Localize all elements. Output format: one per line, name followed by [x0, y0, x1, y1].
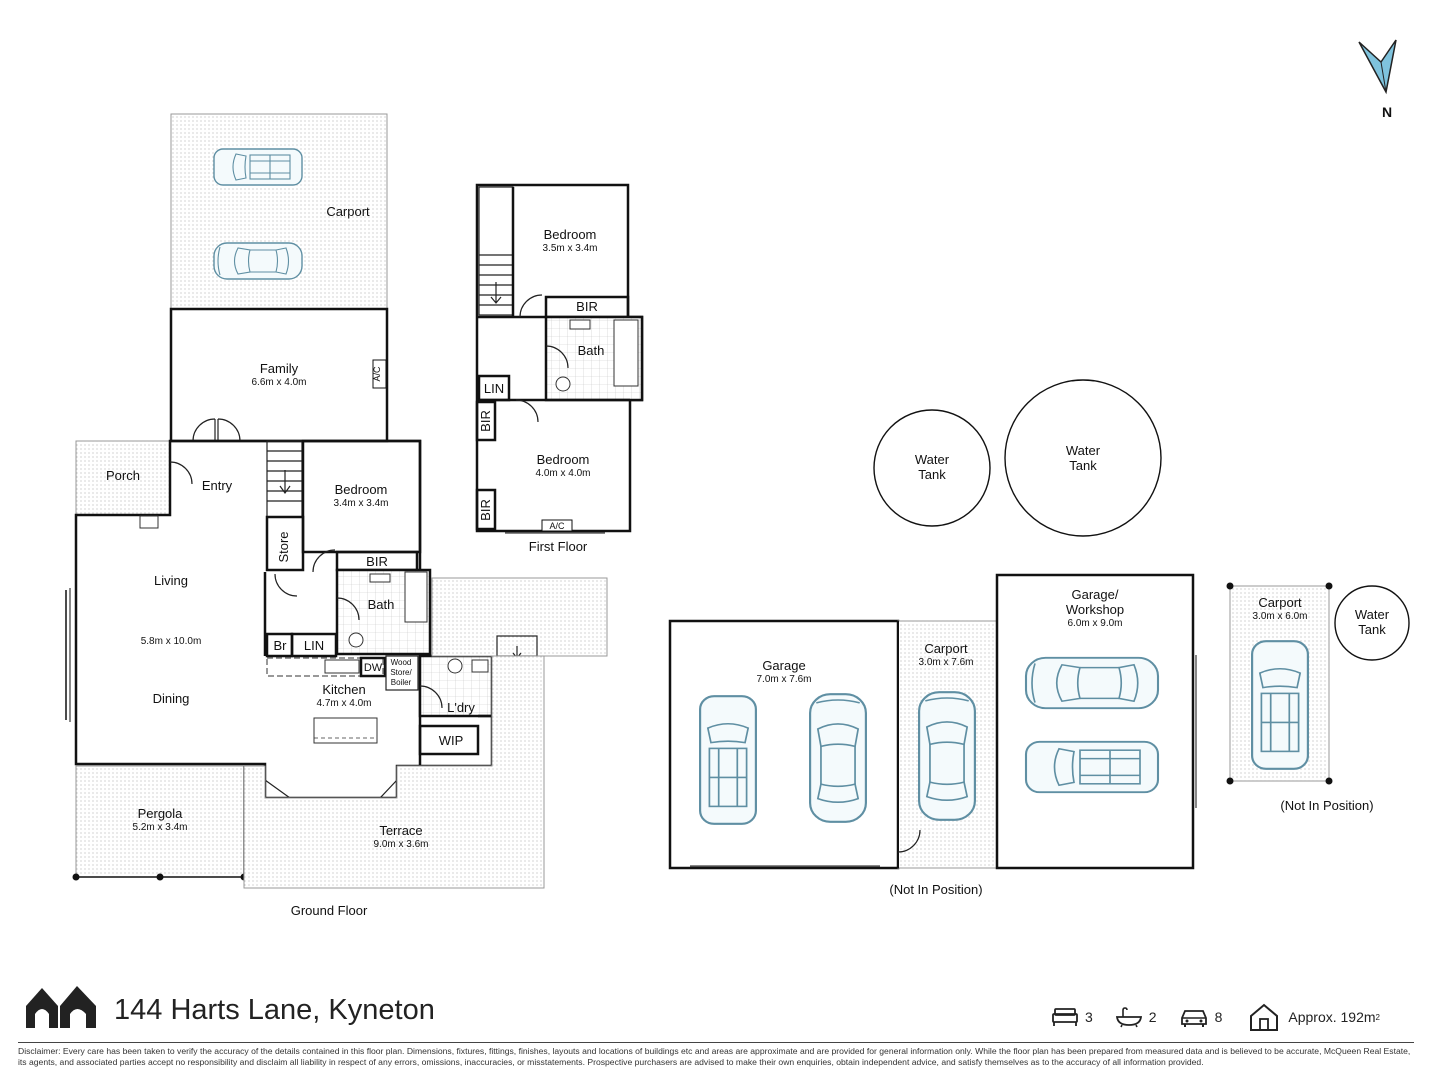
svg-text:DW: DW: [364, 662, 383, 674]
svg-text:(Not In Position): (Not In Position): [1280, 798, 1373, 813]
svg-text:Bedroom: Bedroom: [544, 227, 597, 242]
svg-text:Bedroom: Bedroom: [335, 482, 388, 497]
svg-text:3.0m x 6.0m: 3.0m x 6.0m: [1252, 611, 1307, 622]
svg-text:6.0m x 9.0m: 6.0m x 9.0m: [1067, 618, 1122, 629]
svg-text:LIN: LIN: [304, 638, 324, 653]
svg-text:Bath: Bath: [578, 343, 605, 358]
bath-icon: [1115, 1007, 1142, 1028]
svg-text:BIR: BIR: [478, 410, 493, 432]
svg-text:BIR: BIR: [576, 299, 598, 314]
svg-text:4.7m x 4.0m: 4.7m x 4.0m: [316, 698, 371, 709]
svg-text:Entry: Entry: [202, 478, 233, 493]
carport-label: Carport: [326, 204, 370, 219]
bathrooms-count: 2: [1148, 1009, 1157, 1025]
svg-text:Boiler: Boiler: [391, 678, 412, 687]
area-unit-sup: 2: [1375, 1012, 1380, 1022]
svg-text:A/C: A/C: [549, 521, 565, 531]
car-icon: [1180, 1010, 1207, 1027]
svg-text:3.5m x 3.4m: 3.5m x 3.4m: [542, 243, 597, 254]
svg-text:Carport: Carport: [924, 641, 968, 656]
svg-text:A/C: A/C: [372, 366, 382, 382]
area-value: Approx. 192m: [1288, 1009, 1376, 1025]
svg-text:Water: Water: [1066, 443, 1101, 458]
svg-text:Br: Br: [274, 638, 288, 653]
ground-floor-caption: Ground Floor: [291, 903, 368, 918]
footer-divider: [18, 1042, 1414, 1043]
svg-text:(Not In Position): (Not In Position): [889, 882, 982, 897]
svg-text:Family: Family: [260, 361, 299, 376]
svg-text:Water: Water: [1355, 607, 1390, 622]
svg-text:Terrace: Terrace: [379, 823, 422, 838]
svg-text:Pergola: Pergola: [138, 806, 184, 821]
svg-text:Kitchen: Kitchen: [322, 682, 365, 697]
garage-workshop: [995, 573, 1195, 870]
svg-text:Store: Store: [276, 531, 291, 562]
first-floor-caption: First Floor: [529, 539, 588, 554]
svg-text:3.4m x 3.4m: 3.4m x 3.4m: [333, 498, 388, 509]
compass-label: N: [1382, 104, 1392, 120]
svg-text:Store/: Store/: [390, 668, 412, 677]
svg-text:Garage/: Garage/: [1072, 587, 1119, 602]
bathrooms-stat: 2: [1115, 1006, 1157, 1028]
bed-icon: [1052, 1008, 1078, 1026]
svg-text:Tank: Tank: [1069, 458, 1097, 473]
property-address: 144 Harts Lane, Kyneton: [114, 994, 435, 1026]
svg-text:6.6m x 4.0m: 6.6m x 4.0m: [251, 377, 306, 388]
bedrooms-count: 3: [1084, 1009, 1093, 1025]
svg-text:Living: Living: [154, 573, 188, 588]
svg-text:Carport: Carport: [1258, 595, 1302, 610]
svg-text:3.0m x 7.6m: 3.0m x 7.6m: [918, 657, 973, 668]
svg-text:Tank: Tank: [1358, 622, 1386, 637]
terrace-area: [243, 655, 545, 889]
pergola-area: [75, 765, 245, 878]
car-icon: [213, 148, 303, 186]
water-tanks: Water Tank Water Tank Water Tank: [873, 379, 1410, 661]
svg-text:5.8m x 10.0m: 5.8m x 10.0m: [141, 636, 202, 647]
svg-text:BIR: BIR: [366, 554, 388, 569]
ground-floor-plan: Carport A/C Family 6.6m x 4.0m Porch Ent…: [65, 113, 608, 918]
svg-text:Tank: Tank: [918, 467, 946, 482]
house-icon: [1250, 1003, 1279, 1031]
svg-text:Bath: Bath: [368, 597, 395, 612]
north-arrow-icon: N: [1358, 39, 1397, 120]
svg-text:Porch: Porch: [106, 468, 140, 483]
bedrooms-stat: 3: [1051, 1006, 1093, 1028]
svg-text:5.2m x 3.4m: 5.2m x 3.4m: [132, 822, 187, 833]
agency-logo-icon: [26, 986, 96, 1028]
svg-text:Workshop: Workshop: [1066, 602, 1124, 617]
svg-text:Wood: Wood: [391, 658, 412, 667]
svg-text:7.0m x 7.6m: 7.0m x 7.6m: [756, 674, 811, 685]
car-icon: [213, 242, 303, 280]
svg-text:LIN: LIN: [484, 381, 504, 396]
svg-text:Bedroom: Bedroom: [537, 452, 590, 467]
svg-text:BIR: BIR: [478, 499, 493, 521]
car-spaces-stat: 8: [1179, 1006, 1223, 1028]
svg-text:4.0m x 4.0m: 4.0m x 4.0m: [535, 468, 590, 479]
svg-text:WIP: WIP: [439, 733, 464, 748]
svg-text:9.0m x 3.6m: 9.0m x 3.6m: [373, 839, 428, 850]
outbuildings: Garage 7.0m x 7.6m Carport 3.0m x 7.6m (…: [668, 573, 1374, 897]
disclaimer-text: Disclaimer: Every care has been taken to…: [18, 1046, 1411, 1067]
svg-text:Dining: Dining: [153, 691, 190, 706]
svg-text:Garage: Garage: [762, 658, 805, 673]
car-spaces-count: 8: [1214, 1009, 1223, 1025]
svg-text:Water: Water: [915, 452, 950, 467]
svg-text:L'dry: L'dry: [447, 700, 475, 715]
first-floor-plan: Bedroom 3.5m x 3.4m BIR Bath LIN BIR BIR…: [475, 183, 644, 554]
